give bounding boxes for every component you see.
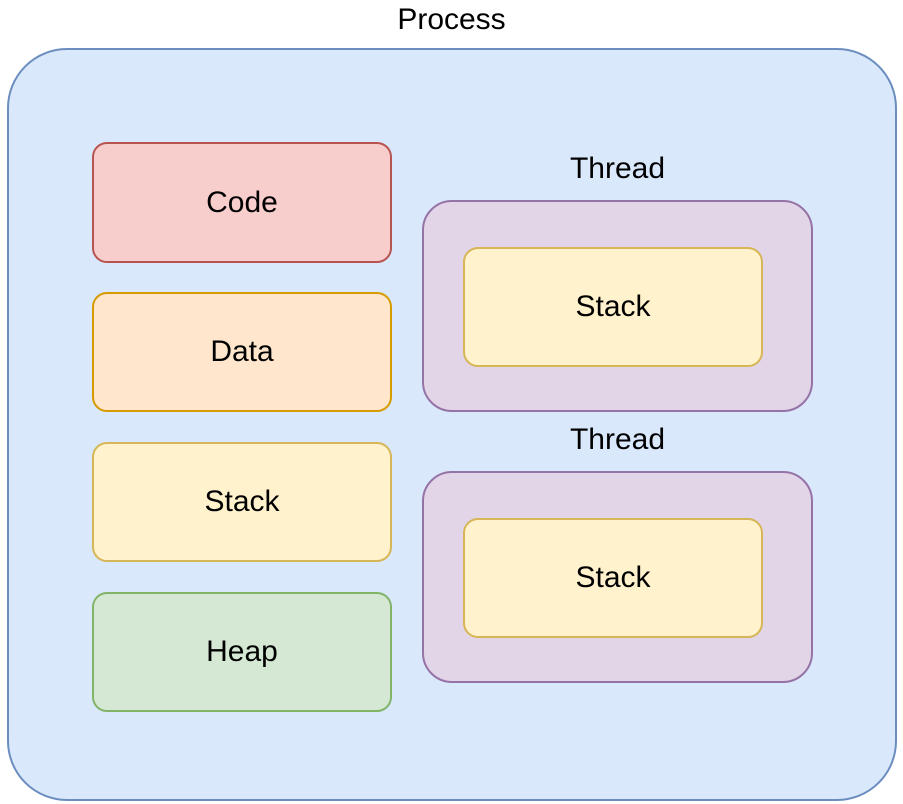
- stack-box: Stack: [92, 442, 392, 562]
- thread-1-label: Thread: [569, 152, 666, 185]
- data-box: Data: [92, 292, 392, 412]
- stack-label: Stack: [204, 485, 280, 518]
- thread-2-box: Stack: [422, 471, 813, 683]
- code-label: Code: [206, 185, 278, 219]
- process-box: Code Data Stack Heap Thread Stack Thread…: [7, 48, 897, 801]
- heap-box: Heap: [92, 592, 392, 712]
- thread-1-box: Stack: [422, 200, 813, 412]
- thread-1-stack-label: Stack: [575, 290, 651, 323]
- data-label: Data: [210, 335, 274, 368]
- heap-label: Heap: [206, 635, 278, 668]
- thread-2-label: Thread: [569, 423, 666, 456]
- thread-1-stack-box: Stack: [463, 247, 763, 367]
- code-box: Code: [92, 142, 392, 263]
- thread-2-stack-box: Stack: [463, 518, 763, 638]
- process-label: Process: [397, 3, 506, 36]
- thread-2-stack-label: Stack: [575, 561, 651, 594]
